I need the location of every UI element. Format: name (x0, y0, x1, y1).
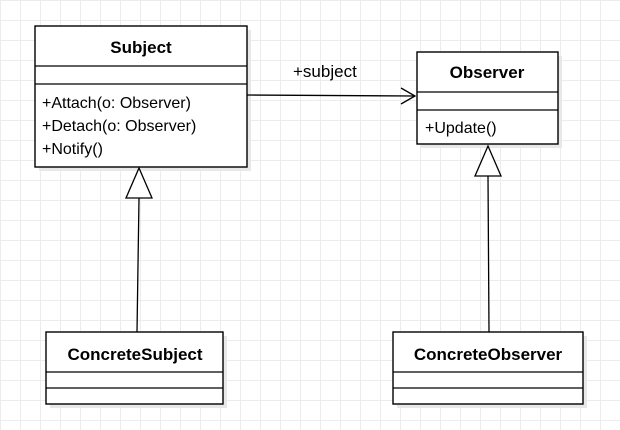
class-concrete-observer-name: ConcreteObserver (414, 345, 563, 364)
class-subject-box (34, 25, 248, 168)
association-label: +subject (293, 62, 357, 81)
class-subject-method: +Attach(o: Observer) (42, 95, 191, 112)
class-concrete-observer-box (392, 331, 584, 405)
generalization-subject-line (136, 197, 140, 333)
class-subject-name: Subject (110, 38, 172, 57)
class-subject[interactable]: Subject +Attach(o: Observer) +Detach(o: … (34, 25, 251, 171)
class-concrete-subject-name: ConcreteSubject (67, 345, 202, 364)
class-concrete-observer[interactable]: ConcreteObserver (392, 331, 587, 408)
class-observer-name: Observer (450, 63, 525, 82)
generalization-observer-line (487, 175, 490, 333)
class-observer-box (416, 51, 559, 145)
class-subject-method: +Detach(o: Observer) (42, 118, 196, 135)
generalization-observer-triangle-icon (474, 144, 502, 177)
class-concrete-subject-box (45, 331, 224, 405)
generalization-observer-edge[interactable] (474, 144, 502, 333)
generalization-subject-triangle-icon (125, 166, 153, 199)
class-subject-method: +Notify() (42, 141, 103, 158)
class-concrete-subject[interactable]: ConcreteSubject (45, 331, 227, 408)
generalization-subject-edge[interactable] (125, 166, 153, 333)
class-observer[interactable]: Observer +Update() (416, 51, 562, 148)
association-arrowhead-icon (400, 87, 417, 105)
class-observer-method: +Update() (425, 120, 497, 137)
association-edge[interactable]: +subject (246, 62, 417, 105)
association-line (246, 94, 416, 97)
